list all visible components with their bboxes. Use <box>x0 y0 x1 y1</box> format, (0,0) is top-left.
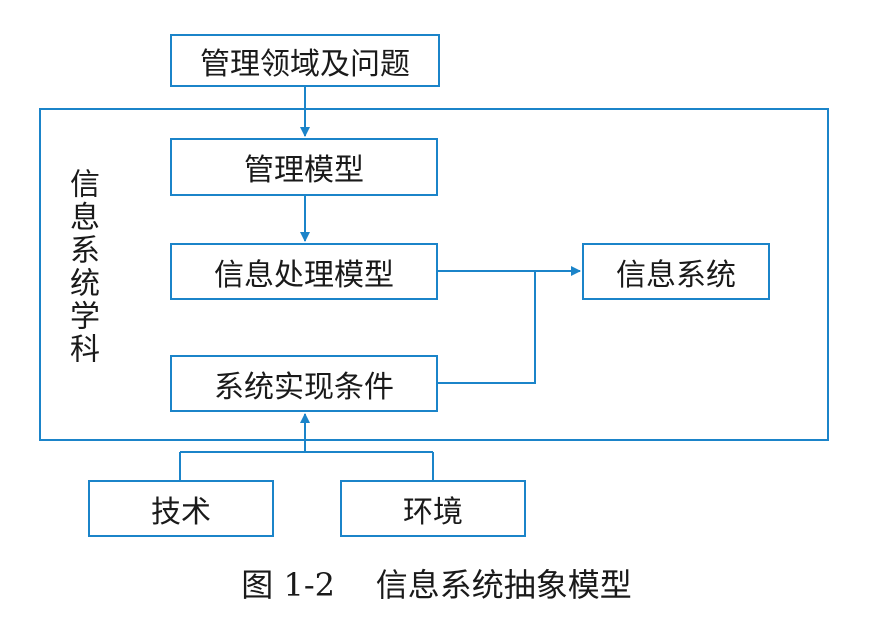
figure-caption: 图 1-2 信息系统抽象模型 <box>241 566 632 604</box>
node-management-problems: 管理领域及问题 <box>170 34 440 87</box>
node-system-conditions-label: 系统实现条件 <box>214 369 394 405</box>
node-info-system-label: 信息系统 <box>616 257 736 293</box>
node-technology-label: 技术 <box>151 494 211 530</box>
node-management-model: 管理模型 <box>170 138 438 196</box>
node-environment: 环境 <box>340 480 526 537</box>
node-management-problems-label: 管理领域及问题 <box>200 46 410 82</box>
node-info-processing-model: 信息处理模型 <box>170 243 438 300</box>
node-environment-label: 环境 <box>403 494 463 530</box>
node-info-system: 信息系统 <box>582 243 770 300</box>
container-label: 信息系统学科 <box>64 168 99 366</box>
node-system-conditions: 系统实现条件 <box>170 355 438 412</box>
line-conditions-to-join <box>438 271 536 384</box>
node-technology: 技术 <box>88 480 274 537</box>
node-management-model-label: 管理模型 <box>244 153 364 188</box>
info-system-discipline-frame <box>39 108 829 441</box>
node-info-processing-model-label: 信息处理模型 <box>214 257 394 293</box>
